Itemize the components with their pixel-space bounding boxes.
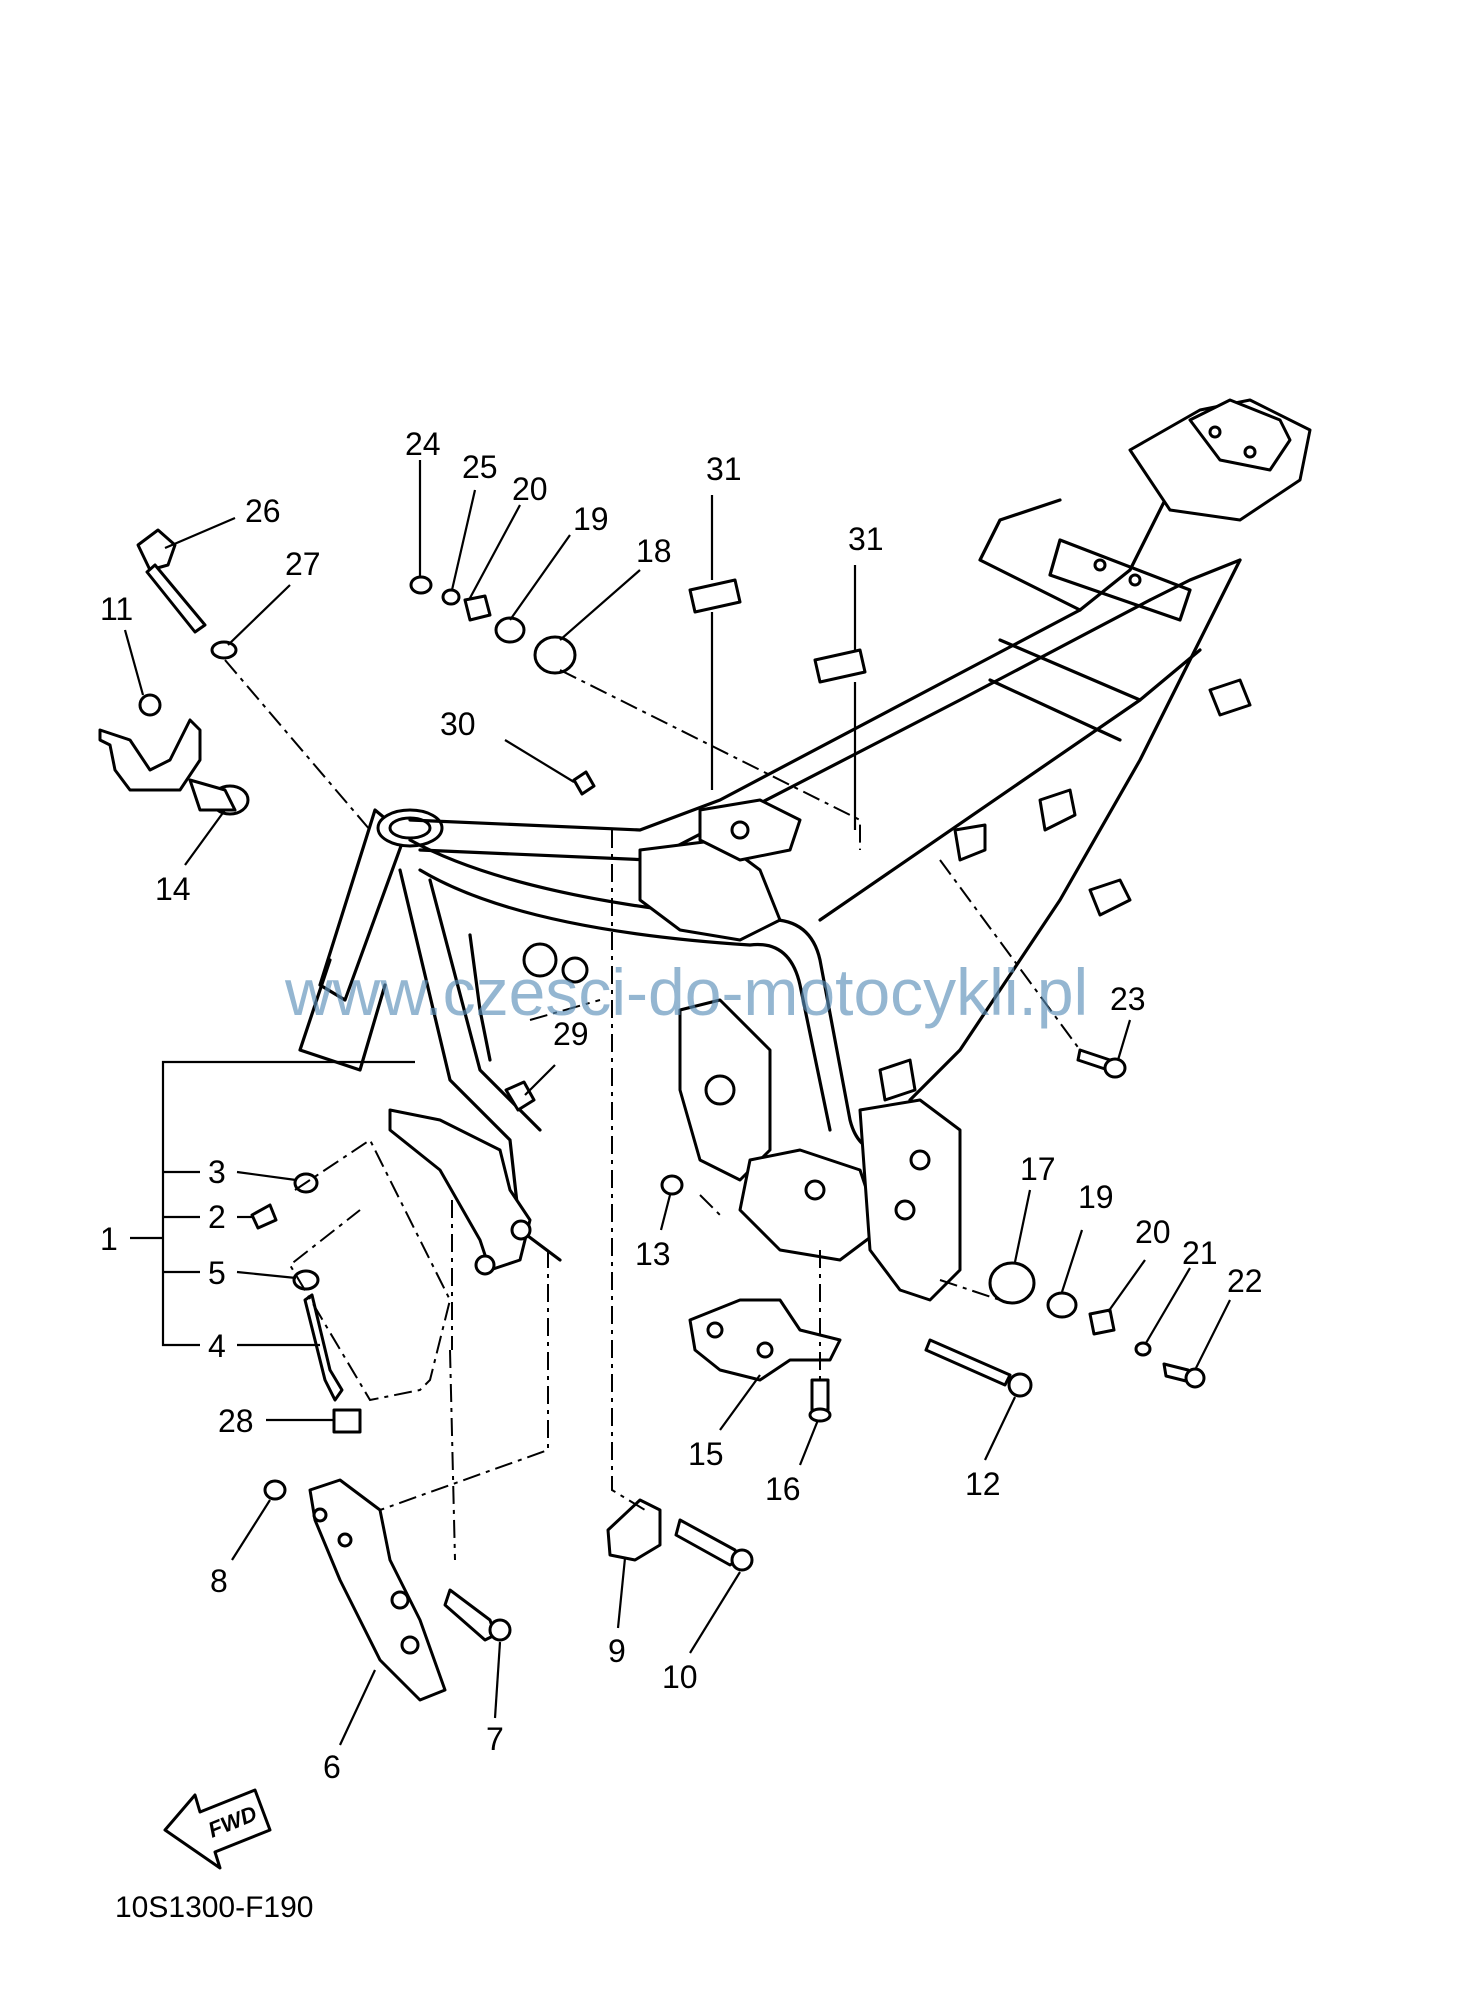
callout-26: 26 xyxy=(245,493,281,529)
callout-20a: 20 xyxy=(512,471,548,507)
callout-24: 24 xyxy=(405,426,441,462)
fwd-arrow-icon xyxy=(163,1788,272,1870)
callout-27: 27 xyxy=(285,546,321,582)
callout-labels: 1 2 3 4 5 6 7 8 9 10 11 12 13 14 15 16 1… xyxy=(100,426,1263,1785)
callout-5: 5 xyxy=(208,1255,226,1291)
callout-20b: 20 xyxy=(1135,1214,1171,1250)
callout-31b: 31 xyxy=(848,521,884,557)
callout-8: 8 xyxy=(210,1563,228,1599)
callout-28: 28 xyxy=(218,1403,254,1439)
callout-29: 29 xyxy=(553,1016,589,1052)
motorcycle-frame xyxy=(298,398,1312,1302)
callout-16: 16 xyxy=(765,1471,801,1507)
callout-1: 1 xyxy=(100,1221,118,1257)
callout-14: 14 xyxy=(155,871,191,907)
callout-22: 22 xyxy=(1227,1263,1263,1299)
callout-19a: 19 xyxy=(573,501,609,537)
callout-6: 6 xyxy=(323,1749,341,1785)
callout-11: 11 xyxy=(100,591,133,627)
callout-15: 15 xyxy=(688,1436,724,1472)
callout-12: 12 xyxy=(965,1466,1001,1502)
callout-3: 3 xyxy=(208,1154,226,1190)
callout-17: 17 xyxy=(1020,1151,1056,1187)
callout-9: 9 xyxy=(608,1633,626,1669)
callout-19b: 19 xyxy=(1078,1179,1114,1215)
callout-13: 13 xyxy=(635,1236,671,1272)
watermark-text: www.czesci-do-motocykli.pl xyxy=(284,955,1088,1029)
guide-lines xyxy=(224,659,1081,1561)
loose-parts xyxy=(98,528,1206,1870)
leader-lines xyxy=(123,460,1231,1746)
callout-7: 7 xyxy=(486,1721,504,1757)
callout-4: 4 xyxy=(208,1328,226,1364)
callout-31a: 31 xyxy=(706,451,742,487)
callout-23: 23 xyxy=(1110,981,1146,1017)
callout-18: 18 xyxy=(636,533,672,569)
callout-2: 2 xyxy=(208,1199,226,1235)
callout-30: 30 xyxy=(440,706,476,742)
diagram-code: 10S1300-F190 xyxy=(115,1891,314,1924)
callout-21: 21 xyxy=(1182,1235,1218,1271)
callout-25: 25 xyxy=(462,449,498,485)
callout-10: 10 xyxy=(662,1659,698,1695)
